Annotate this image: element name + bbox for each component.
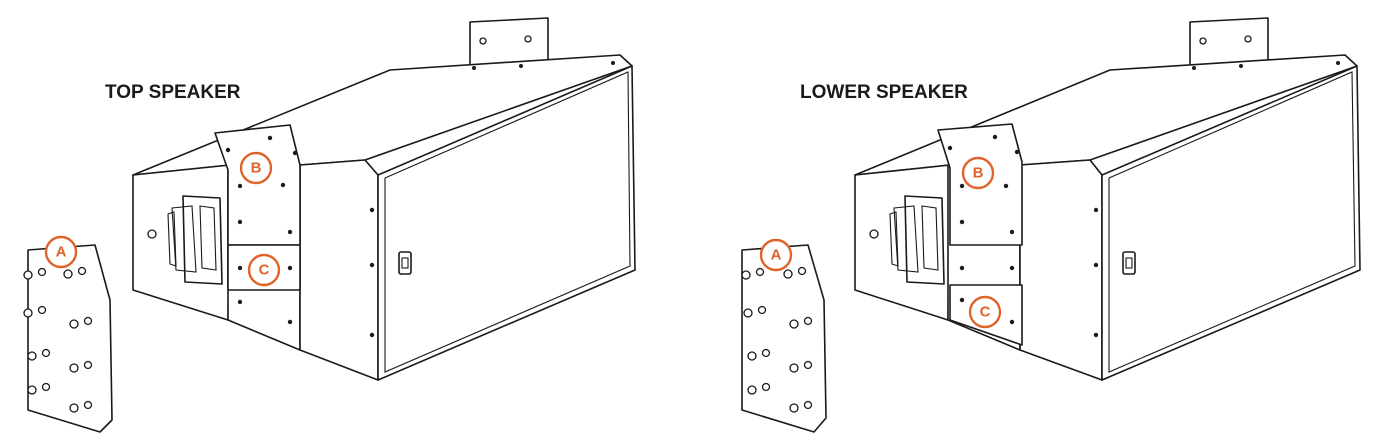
lower-plate-b: B [937,123,1023,246]
lower-callout-b-label: B [973,165,984,182]
top-callout-c [247,253,281,287]
lower-callout-a-label: A [771,247,782,264]
top-callout-a [44,235,78,269]
lower-rigging-plate [1189,17,1269,67]
lower-callout-b [961,156,995,190]
top-callout-b [239,151,273,185]
top-plate-c: C [227,244,301,325]
top-callout-b-label: B [251,160,262,177]
top-speaker-assembly: TOP SPEAKER [23,17,636,433]
lower-callout-c [968,295,1002,329]
top-plate-a: A [23,235,113,433]
lower-speaker-title: LOWER SPEAKER [800,82,968,103]
lower-speaker-assembly: LOWER SPEAKER [741,17,1361,433]
top-callout-a-label: A [56,244,67,261]
top-cabinet-handle [167,195,223,285]
top-rigging-plate [469,17,549,67]
lower-callout-c-label: C [980,304,991,321]
lower-plate-a: A [741,238,827,433]
top-speaker-title: TOP SPEAKER [105,82,241,103]
lower-plate-c: C [949,265,1023,346]
lower-speaker-cabinet [854,54,1361,381]
top-speaker-cabinet [132,54,636,381]
lower-callout-a [759,238,793,272]
top-plate-b: B [214,124,301,246]
lower-cabinet-handle [889,195,945,285]
top-callout-c-label: C [259,262,270,279]
